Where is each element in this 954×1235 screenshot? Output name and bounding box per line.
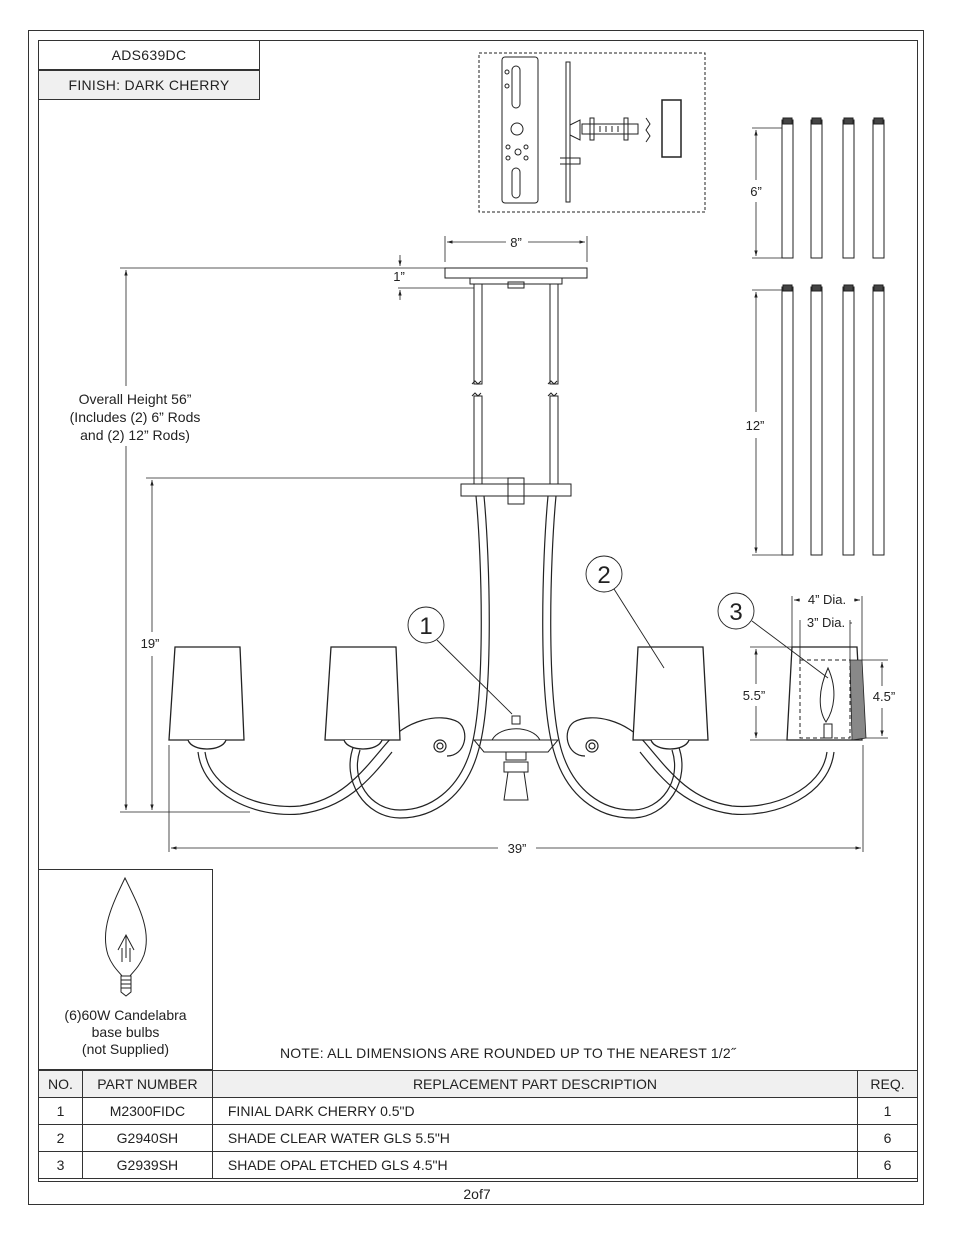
page-number: 2of7: [463, 1186, 491, 1202]
bulb-description: (6)60W Candelabra base bulbs (not Suppli…: [38, 1007, 213, 1058]
overall-height-label: Overall Height 56” (Includes (2) 6” Rods…: [40, 390, 230, 444]
cell-part-number: G2940SH: [81, 1124, 213, 1152]
dim-shade-bottom-dia: 3” Dia.: [807, 615, 845, 630]
canopy: [444, 267, 588, 289]
dim-rod-long: 12”: [746, 418, 765, 433]
cell-no: 2: [38, 1124, 83, 1152]
callout-circle-1: [407, 606, 445, 644]
callout-leaders: [407, 555, 829, 715]
mounting-hardware-detail: [478, 52, 706, 213]
cell-part-number: M2300FIDC: [81, 1097, 213, 1125]
bulb-info-box: [38, 869, 213, 1070]
overall-height-line: Overall Height 56”: [78, 391, 192, 407]
dim-canopy-width: 8”: [510, 235, 522, 250]
overall-height-line: (Includes (2) 6” Rods: [69, 409, 201, 425]
dim-shade-height-left: 5.5”: [743, 688, 765, 703]
model-number: ADS639DC: [38, 40, 260, 70]
parts-table: NO. PART NUMBER REPLACEMENT PART DESCRIP…: [38, 1070, 918, 1179]
dim-shade-top-dia: 4” Dia.: [808, 592, 846, 607]
cell-description: SHADE CLEAR WATER GLS 5.5"H: [211, 1124, 859, 1152]
cell-no: 1: [38, 1097, 83, 1125]
cell-description: SHADE OPAL ETCHED GLS 4.5"H: [211, 1151, 859, 1179]
bulb-line: base bulbs: [91, 1024, 160, 1040]
cell-no: 3: [38, 1151, 83, 1179]
parts-table-header: NO. PART NUMBER REPLACEMENT PART DESCRIP…: [38, 1070, 918, 1098]
body-plate: [460, 477, 572, 505]
finish-label: FINISH: DARK CHERRY: [38, 70, 260, 100]
page-inner-frame: [38, 40, 918, 1182]
dim-body-height: 19”: [141, 636, 160, 651]
col-header-req: REQ.: [857, 1070, 918, 1098]
overall-height-line: and (2) 12” Rods): [80, 427, 190, 443]
table-row: 2 G2940SH SHADE CLEAR WATER GLS 5.5"H 6: [38, 1124, 918, 1152]
col-header-part-number: PART NUMBER: [81, 1070, 213, 1098]
callout-1-label: 1: [419, 613, 432, 640]
dim-overall-width: 39”: [508, 841, 527, 856]
dimension-note: NOTE: ALL DIMENSIONS ARE ROUNDED UP TO T…: [280, 1045, 736, 1061]
dimension-lines: [120, 127, 888, 852]
cell-req: 6: [857, 1124, 918, 1152]
cell-description: FINIAL DARK CHERRY 0.5"D: [211, 1097, 859, 1125]
col-header-no: NO.: [38, 1070, 83, 1098]
dim-canopy-gap: 1”: [393, 269, 405, 284]
cell-part-number: G2939SH: [81, 1151, 213, 1179]
fixture-arms: [197, 495, 835, 819]
spare-rods: [781, 117, 885, 556]
finial-hub: [472, 715, 560, 801]
candelabra-bulb-icon: [104, 876, 147, 997]
downrods: [471, 283, 559, 485]
table-row: 3 G2939SH SHADE OPAL ETCHED GLS 4.5"H 6: [38, 1151, 918, 1179]
shades: [168, 646, 867, 750]
bulb-line: (not Supplied): [81, 1041, 170, 1057]
page-outer-frame: [28, 30, 924, 1205]
callout-3-label: 3: [729, 599, 742, 626]
callout-2-label: 2: [597, 562, 610, 589]
bulb-line: (6)60W Candelabra: [64, 1007, 187, 1023]
table-row: 1 M2300FIDC FINIAL DARK CHERRY 0.5"D 1: [38, 1097, 918, 1125]
col-header-description: REPLACEMENT PART DESCRIPTION: [211, 1070, 859, 1098]
dim-rod-short: 6”: [750, 184, 762, 199]
cell-req: 1: [857, 1097, 918, 1125]
cell-req: 6: [857, 1151, 918, 1179]
dim-shade-height-right: 4.5”: [873, 689, 895, 704]
callout-circle-3: [717, 592, 755, 630]
callout-circle-2: [585, 555, 623, 593]
shade-bulb-detail: [799, 659, 851, 739]
